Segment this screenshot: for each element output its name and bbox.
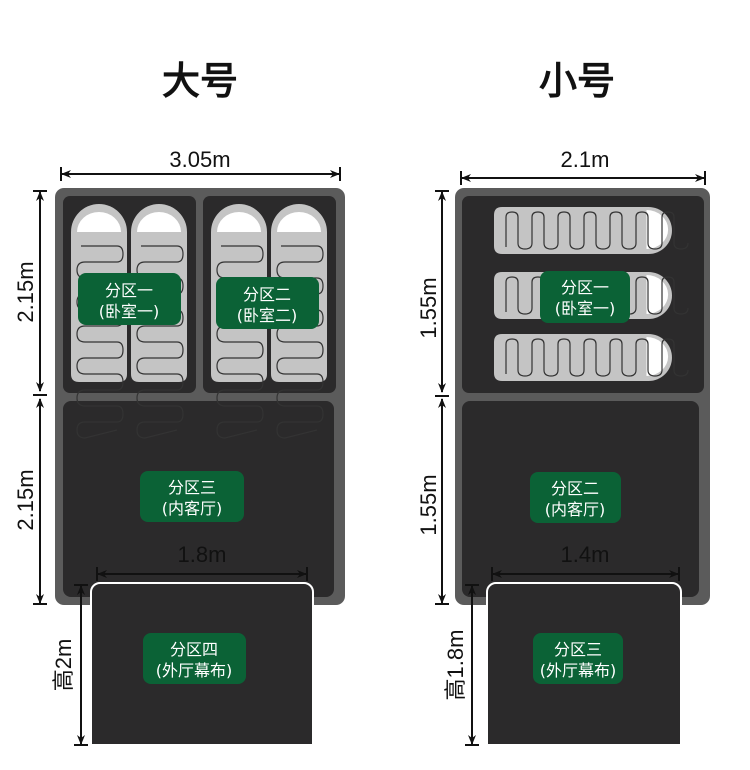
small-title: 小号 <box>539 59 615 103</box>
large-vestibule-width-dimension: 1.8m <box>96 542 308 581</box>
small-living-height-label: 1.55m <box>416 474 441 535</box>
large-living-height-label: 2.15m <box>13 469 38 530</box>
zone-desc: (卧室一) <box>99 302 160 321</box>
small-tent: 小号 分区一 (卧室一) 分区二 (内客厅) 分区三 (外厅幕布) 2.1m <box>416 59 710 746</box>
sleeping-bag <box>494 207 689 254</box>
small-vestibule-width-dimension: 1.4m <box>491 542 680 581</box>
small-bedroom-height-label: 1.55m <box>416 277 441 338</box>
zone-name: 分区二 <box>551 479 599 498</box>
large-vestibule-height-dimension: 高2m <box>51 584 88 746</box>
small-height-dimension: 1.55m 1.55m <box>416 190 449 605</box>
large-vestibule-height-label: 高2m <box>51 639 76 692</box>
zone-desc: (内客厅) <box>545 500 606 519</box>
large-width-label: 3.05m <box>169 147 230 172</box>
small-vestibule-height-label: 高1.8m <box>443 630 468 701</box>
zone-name: 分区三 <box>168 478 216 497</box>
large-bedroom-height-label: 2.15m <box>13 261 38 322</box>
large-zone-3-label: 分区三 (内客厅) <box>140 471 244 522</box>
large-zone-1-label: 分区一 (卧室一) <box>78 273 181 325</box>
large-vestibule-width-label: 1.8m <box>178 542 227 567</box>
zone-name: 分区三 <box>554 640 602 659</box>
small-vestibule-height-dimension: 高1.8m <box>443 584 479 746</box>
zone-desc: (外厅幕布) <box>156 661 233 680</box>
zone-desc: (卧室一) <box>555 299 616 318</box>
large-zone-2-label: 分区二 (卧室二) <box>216 277 319 329</box>
zone-name: 分区四 <box>170 640 218 659</box>
small-zone-3-label: 分区三 (外厅幕布) <box>533 633 623 684</box>
large-zone-4-label: 分区四 (外厅幕布) <box>143 633 246 684</box>
zone-name: 分区一 <box>105 281 153 300</box>
large-width-dimension: 3.05m <box>60 147 341 181</box>
small-width-dimension: 2.1m <box>460 147 706 185</box>
small-zone-1-label: 分区一 (卧室一) <box>540 271 630 323</box>
small-zone-2-label: 分区二 (内客厅) <box>530 472 621 523</box>
small-width-label: 2.1m <box>561 147 610 172</box>
zone-name: 分区二 <box>243 285 291 304</box>
sleeping-bag <box>494 334 689 381</box>
small-vestibule-width-label: 1.4m <box>561 542 610 567</box>
zone-desc: (内客厅) <box>162 499 223 518</box>
large-tent: 大号 分区一 (卧室一) 分区二 (卧室二) 分区三 (内客厅) 分区四 (外厅… <box>13 59 345 746</box>
large-height-dimension: 2.15m 2.15m <box>13 190 47 605</box>
large-title: 大号 <box>162 59 238 103</box>
zone-desc: (外厅幕布) <box>540 661 617 680</box>
zone-name: 分区一 <box>561 278 609 297</box>
zone-desc: (卧室二) <box>237 306 298 325</box>
